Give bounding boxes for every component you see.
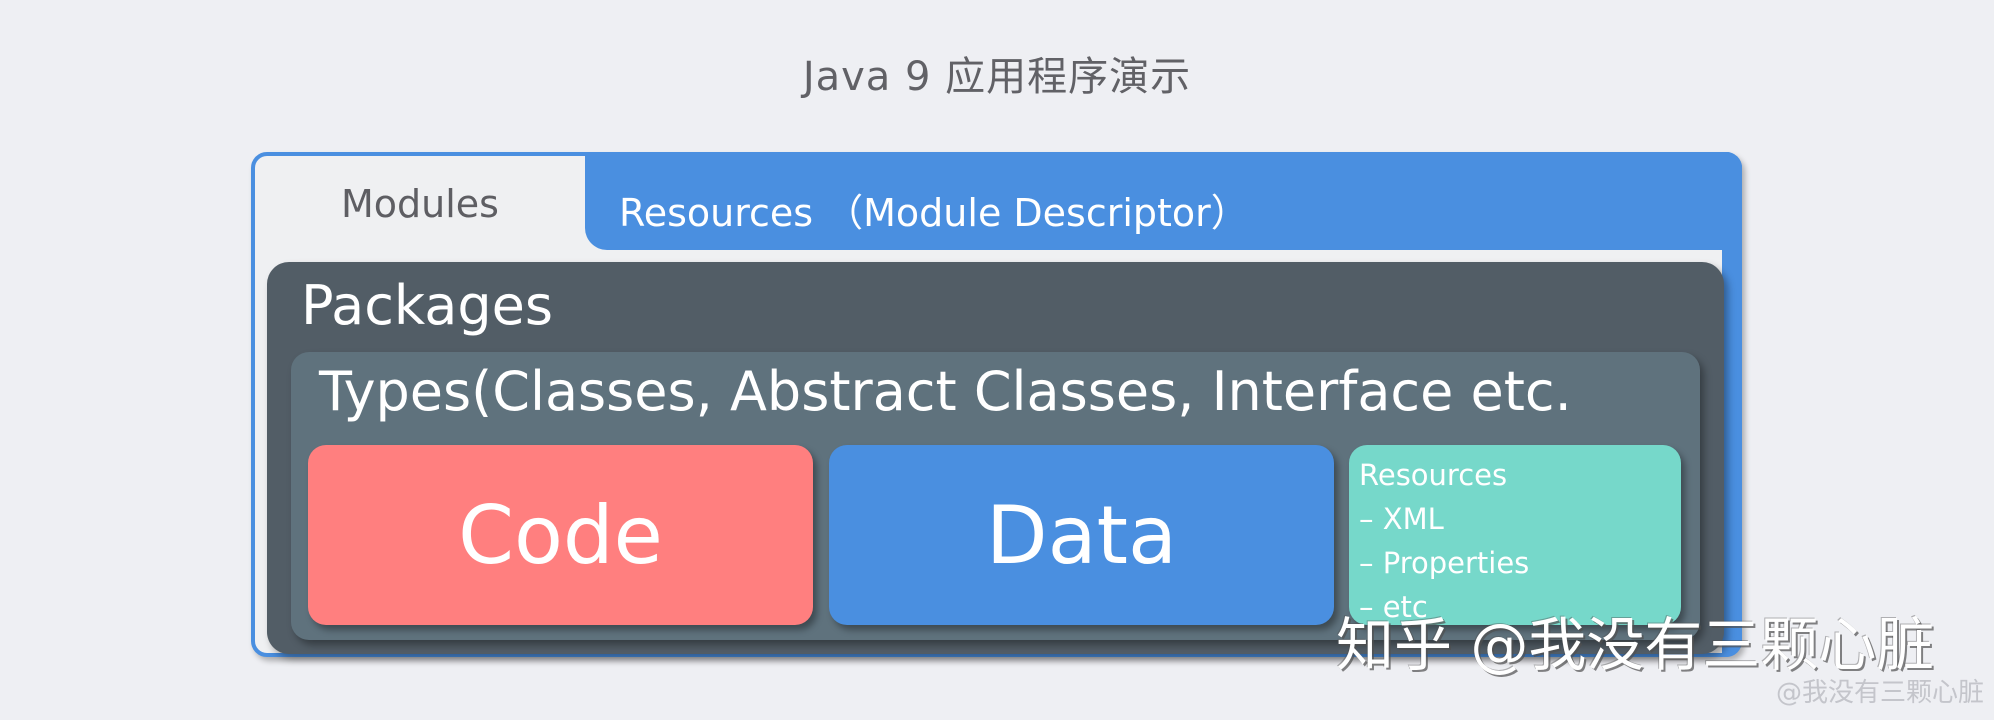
packages-label: Packages [301, 274, 553, 337]
resources-block: Resources – XML – Properties – etc [1349, 445, 1681, 625]
resources-item-etc: – etc [1359, 590, 1428, 624]
types-label: Types(Classes, Abstract Classes, Interfa… [319, 360, 1572, 423]
data-label: Data [985, 488, 1177, 582]
module-descriptor-band: Resources （Module Descriptor） [585, 152, 1742, 250]
resources-item-xml: – XML [1359, 502, 1444, 536]
module-right-edge [1722, 152, 1742, 657]
modules-label: Modules [341, 182, 499, 226]
watermark-small: @我没有三颗心脏 [1775, 678, 1984, 708]
packages-box: Packages Types(Classes, Abstract Classes… [267, 262, 1724, 654]
types-box: Types(Classes, Abstract Classes, Interfa… [291, 352, 1700, 640]
code-block: Code [308, 445, 813, 625]
resources-item-properties: – Properties [1359, 546, 1530, 580]
data-block: Data [829, 445, 1334, 625]
module-descriptor-label: Resources （Module Descriptor） [619, 191, 1249, 235]
resources-title: Resources [1359, 458, 1508, 492]
code-label: Code [458, 488, 663, 582]
diagram-title: Java 9 应用程序演示 [802, 54, 1192, 100]
watermark-large: 知乎 @我没有三颗心脏 [1336, 611, 1935, 679]
